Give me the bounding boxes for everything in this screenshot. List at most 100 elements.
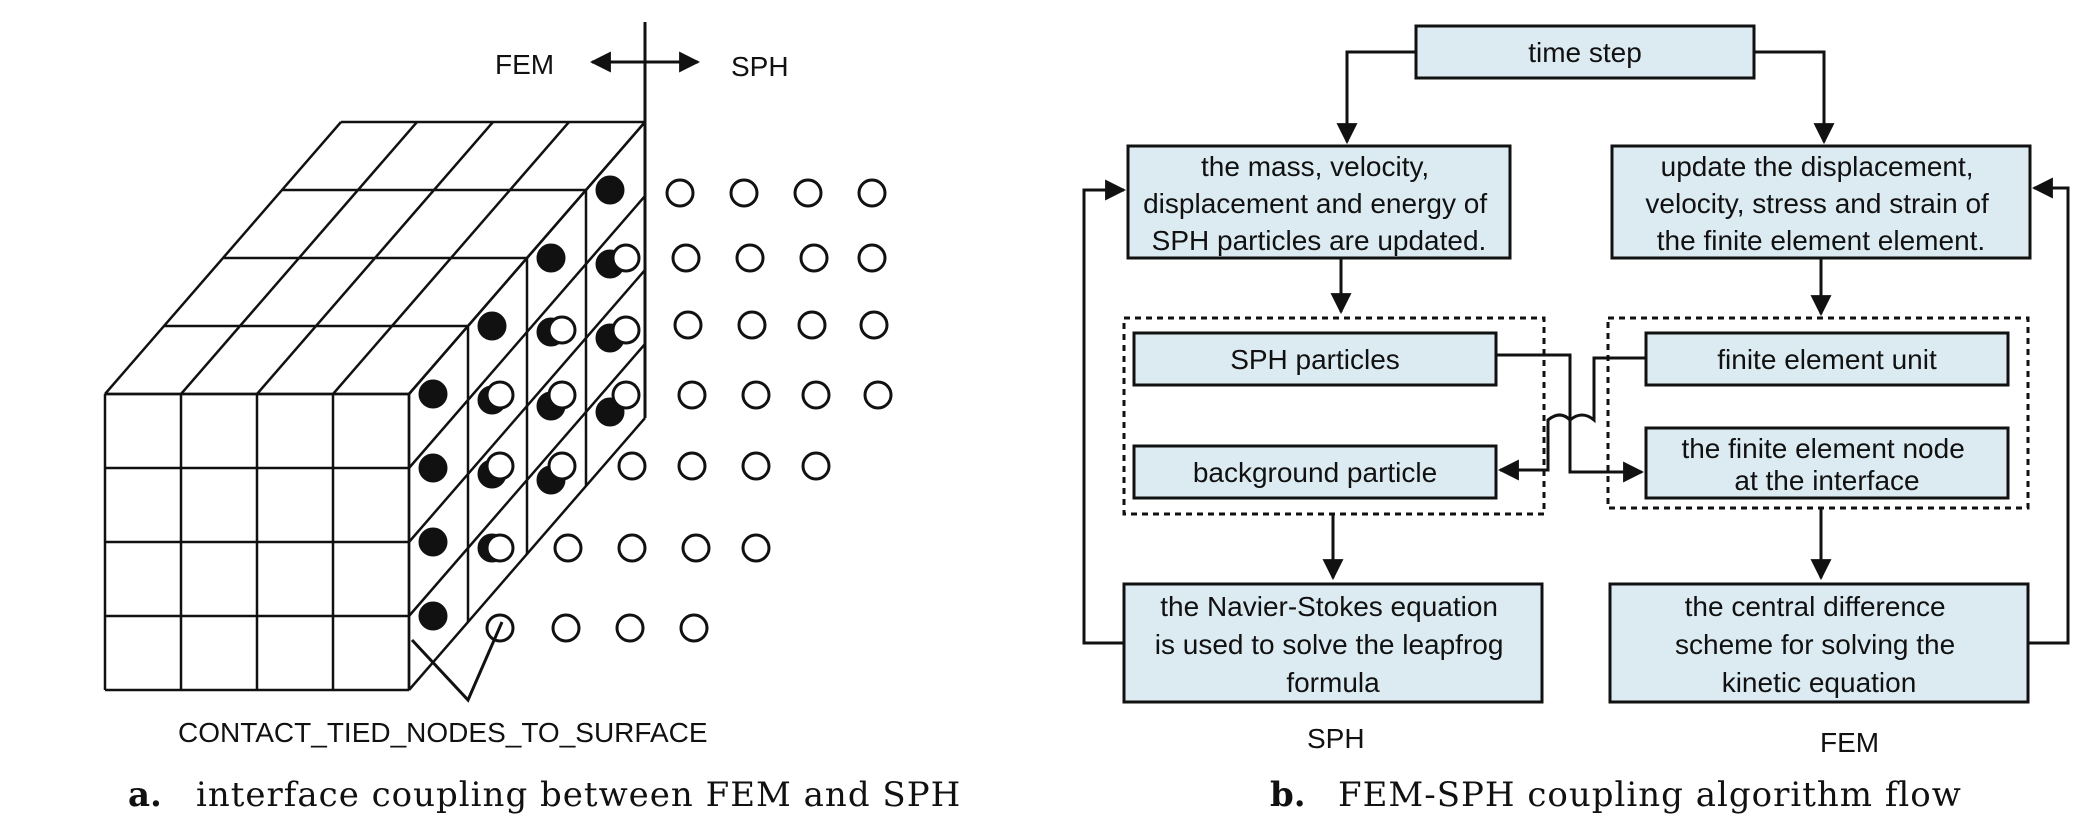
sph-update-line-2: displacement and energy of — [1143, 188, 1487, 219]
sph-particle — [677, 380, 707, 410]
loop-fem-feedback — [2028, 177, 2070, 645]
fem-sph-interface-diagram: FEM SPH CONTACT_TIED_NODES_TO_SURFACE a.… — [100, 22, 990, 815]
sph-particle — [677, 451, 707, 481]
sph-label: SPH — [731, 51, 789, 82]
left-panel-background — [100, 22, 990, 762]
sph-particles-text: SPH particles — [1230, 344, 1400, 375]
fe-node-line-1: the finite element node — [1681, 433, 1964, 464]
sph-particle — [801, 380, 831, 410]
navier-stokes-line-2: is used to solve the leapfrog — [1155, 629, 1504, 660]
contact-pointer — [410, 621, 504, 703]
sph-update-line-1: the mass, velocity, — [1201, 151, 1429, 182]
navier-stokes-line-3: formula — [1286, 667, 1380, 698]
fem-node-dot — [477, 311, 507, 341]
sph-particle — [735, 243, 765, 273]
sph-particle — [741, 380, 771, 410]
sph-particle — [553, 533, 583, 563]
time-step-box — [1414, 24, 1756, 80]
background-particle-box — [1132, 444, 1498, 500]
fem-node-dot — [418, 453, 448, 483]
sph-particle — [793, 178, 823, 208]
sph-particle — [729, 178, 759, 208]
fem-update-box — [1610, 144, 2032, 260]
sph-column-label: SPH — [1307, 723, 1365, 754]
sph-particle — [801, 451, 831, 481]
connector-fe-unit-to-background — [1497, 356, 1646, 481]
sph-particles-box — [1132, 331, 1498, 387]
finite-element-unit-text: finite element unit — [1717, 344, 1937, 375]
fem-dashed-group — [1606, 316, 2030, 510]
sph-particle — [617, 533, 647, 563]
sph-particle-overlap — [547, 451, 577, 481]
sph-particle — [799, 243, 829, 273]
sph-particle — [741, 451, 771, 481]
sph-particle-overlap — [485, 533, 515, 563]
fem-update-line-2: velocity, stress and strain of — [1645, 188, 1989, 219]
sph-update-line-3: SPH particles are updated. — [1152, 225, 1487, 256]
fem-node-dot — [536, 243, 566, 273]
sph-particle — [857, 243, 887, 273]
fem-node-dot — [418, 601, 448, 631]
sph-particle — [551, 613, 581, 643]
sph-particle — [741, 533, 771, 563]
sph-particle — [665, 178, 695, 208]
sph-particle-overlap — [547, 315, 577, 345]
loop-sph-feedback — [1082, 179, 1127, 645]
sph-particle — [615, 613, 645, 643]
sph-particle — [679, 613, 709, 643]
cube-right-depth-line — [408, 417, 646, 691]
cube-right-depth-line — [408, 343, 646, 617]
fe-node-interface-box — [1644, 426, 2010, 500]
fem-update-line-3: the finite element element. — [1657, 225, 1985, 256]
central-diff-line-1: the central difference — [1685, 591, 1946, 622]
sph-particle-overlap — [611, 315, 641, 345]
central-diff-line-2: scheme for solving the — [1675, 629, 1955, 660]
fem-update-line-1: update the displacement, — [1661, 151, 1974, 182]
sph-particle — [859, 310, 889, 340]
sph-particle-overlap — [547, 380, 577, 410]
fem-node-dot — [418, 527, 448, 557]
finite-element-unit-box — [1644, 331, 2010, 387]
central-diff-line-3: kinetic equation — [1722, 667, 1917, 698]
navier-stokes-text: the Navier-Stokes equation is used to so… — [1155, 591, 1511, 698]
sph-particle-overlap — [611, 243, 641, 273]
fem-update-text: update the displacement, velocity, stres… — [1645, 151, 1996, 256]
sph-particle-overlap — [485, 380, 515, 410]
caption-b-letter: b. — [1270, 775, 1306, 815]
cube-top-depth-line — [332, 121, 570, 395]
fem-element-cube — [103, 120, 647, 692]
sph-particle-overlap — [611, 380, 641, 410]
central-difference-box — [1608, 582, 2030, 704]
sph-particle — [857, 178, 887, 208]
fem-column-label: FEM — [1820, 727, 1879, 758]
sph-update-box — [1126, 144, 1512, 260]
caption-b-text: FEM-SPH coupling algorithm flow — [1338, 775, 1962, 815]
coupling-flowchart: time step the mass, velocity, displaceme… — [1082, 20, 2074, 815]
background-particle-text: background particle — [1193, 457, 1437, 488]
fem-label: FEM — [495, 49, 554, 80]
sph-particle — [671, 243, 701, 273]
fem-node-dot — [418, 379, 448, 409]
sph-particle — [673, 310, 703, 340]
contact-label: CONTACT_TIED_NODES_TO_SURFACE — [178, 717, 708, 748]
caption-a-text: interface coupling between FEM and SPH — [196, 775, 961, 815]
time-step-text: time step — [1528, 37, 1642, 68]
sph-particle — [681, 533, 711, 563]
fe-node-interface-text: the finite element node at the interface — [1681, 433, 1972, 496]
fem-node-dot — [595, 175, 625, 205]
central-difference-text: the central difference scheme for solvin… — [1675, 591, 1963, 698]
cube-right-depth-line — [408, 269, 646, 543]
arrow-time-to-fem — [1754, 50, 1835, 145]
connector-sph-particles-to-fe-node — [1496, 353, 1645, 483]
sph-particle — [617, 451, 647, 481]
sph-particle — [863, 380, 893, 410]
caption-a-letter: a. — [128, 775, 162, 815]
sph-particle-overlap — [485, 451, 515, 481]
sph-update-text: the mass, velocity, displacement and ene… — [1143, 151, 1495, 256]
sph-particle — [797, 310, 827, 340]
sph-particle-grid — [418, 175, 893, 643]
navier-stokes-line-1: the Navier-Stokes equation — [1160, 591, 1498, 622]
sph-particle — [737, 310, 767, 340]
arrow-time-to-sph — [1336, 50, 1416, 145]
